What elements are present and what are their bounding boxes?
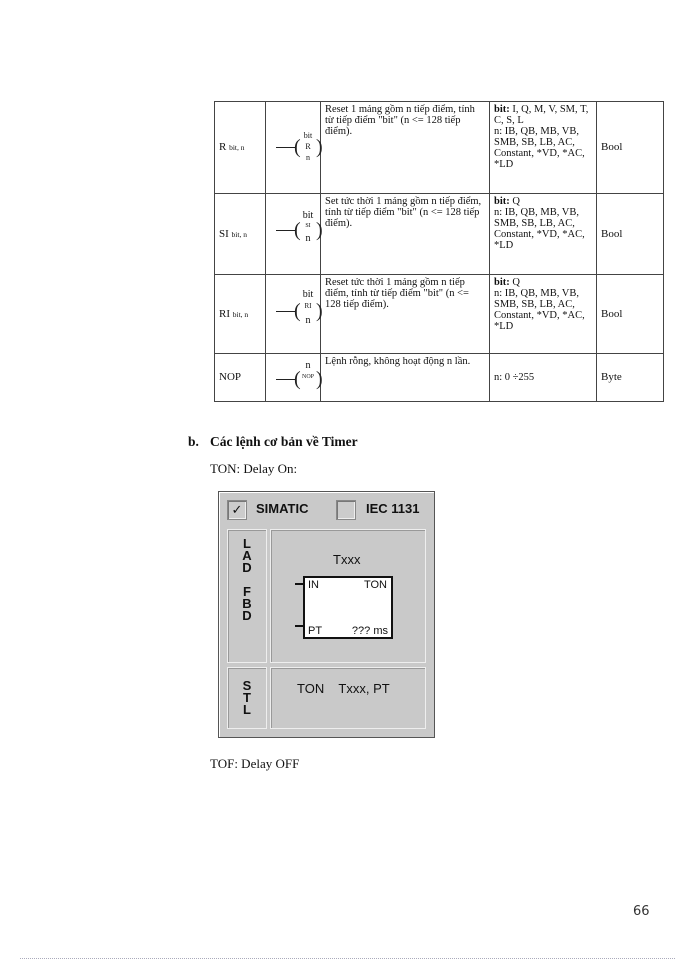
instr-name: SI bit, n — [214, 193, 266, 275]
description: Reset tức thời 1 mảng gồm n tiếp điểm, t… — [320, 274, 490, 354]
table-row: R bit, n ( bit R n ) Reset 1 mảng gồm n … — [214, 101, 664, 194]
description: Lệnh rỗng, không hoạt động n lần. — [320, 353, 490, 402]
coil-symbol: ( n NOP ) — [265, 353, 323, 402]
ton-caption: TON: Delay On: — [210, 461, 298, 476]
data-type: Bool — [596, 101, 664, 194]
page-number: 66 — [633, 904, 650, 919]
instr-name: R bit, n — [214, 101, 266, 194]
table-row: NOP ( n NOP ) Lệnh rỗng, không hoạt động… — [214, 353, 664, 402]
coil-symbol: ( bit RI n ) — [265, 274, 323, 354]
pt-value: ??? ms — [351, 625, 388, 637]
iec1131-label: IEC 1131 — [366, 501, 420, 516]
timer-name: Txxx — [333, 552, 361, 567]
data-type: Bool — [596, 274, 664, 354]
instr-name: RI bit, n — [214, 274, 266, 354]
lad-fbd-pane: Txxx IN TON PT ??? ms — [270, 529, 426, 663]
instruction-table: R bit, n ( bit R n ) Reset 1 mảng gồm n … — [214, 101, 664, 402]
coil-symbol: ( bit SI n ) — [265, 193, 323, 275]
page-bottom-border — [20, 958, 675, 959]
simatic-checkbox[interactable]: ✓ — [227, 500, 247, 520]
data-type: Byte — [596, 353, 664, 402]
in-pin — [295, 583, 304, 585]
simatic-label: SIMATIC — [256, 501, 309, 516]
stl-pane: TON Txxx, PT — [270, 667, 426, 729]
block-type: TON — [363, 579, 387, 591]
ton-function-block: IN TON PT ??? ms — [303, 576, 393, 639]
in-label: IN — [308, 579, 319, 591]
coil-symbol: ( bit R n ) — [265, 101, 323, 194]
table-row: SI bit, n ( bit SI n ) Set tức thời 1 mả… — [214, 193, 664, 275]
description: Set tức thời 1 mảng gồm n tiếp điểm, tín… — [320, 193, 490, 275]
tof-caption: TOF: Delay OFF — [210, 756, 300, 771]
pt-label: PT — [308, 625, 323, 637]
description: Reset 1 mảng gồm n tiếp điểm, tính từ ti… — [320, 101, 490, 194]
stl-code: TON Txxx, PT — [297, 681, 390, 696]
iec1131-checkbox[interactable] — [336, 500, 356, 520]
instr-name: NOP — [214, 353, 266, 402]
table-row: RI bit, n ( bit RI n ) Reset tức thời 1 … — [214, 274, 664, 354]
section-heading: b.Các lệnh cơ bản về Timer — [188, 434, 358, 449]
pt-pin — [295, 625, 304, 627]
data-type: Bool — [596, 193, 664, 275]
operands: n: 0 ÷255 — [489, 353, 597, 402]
